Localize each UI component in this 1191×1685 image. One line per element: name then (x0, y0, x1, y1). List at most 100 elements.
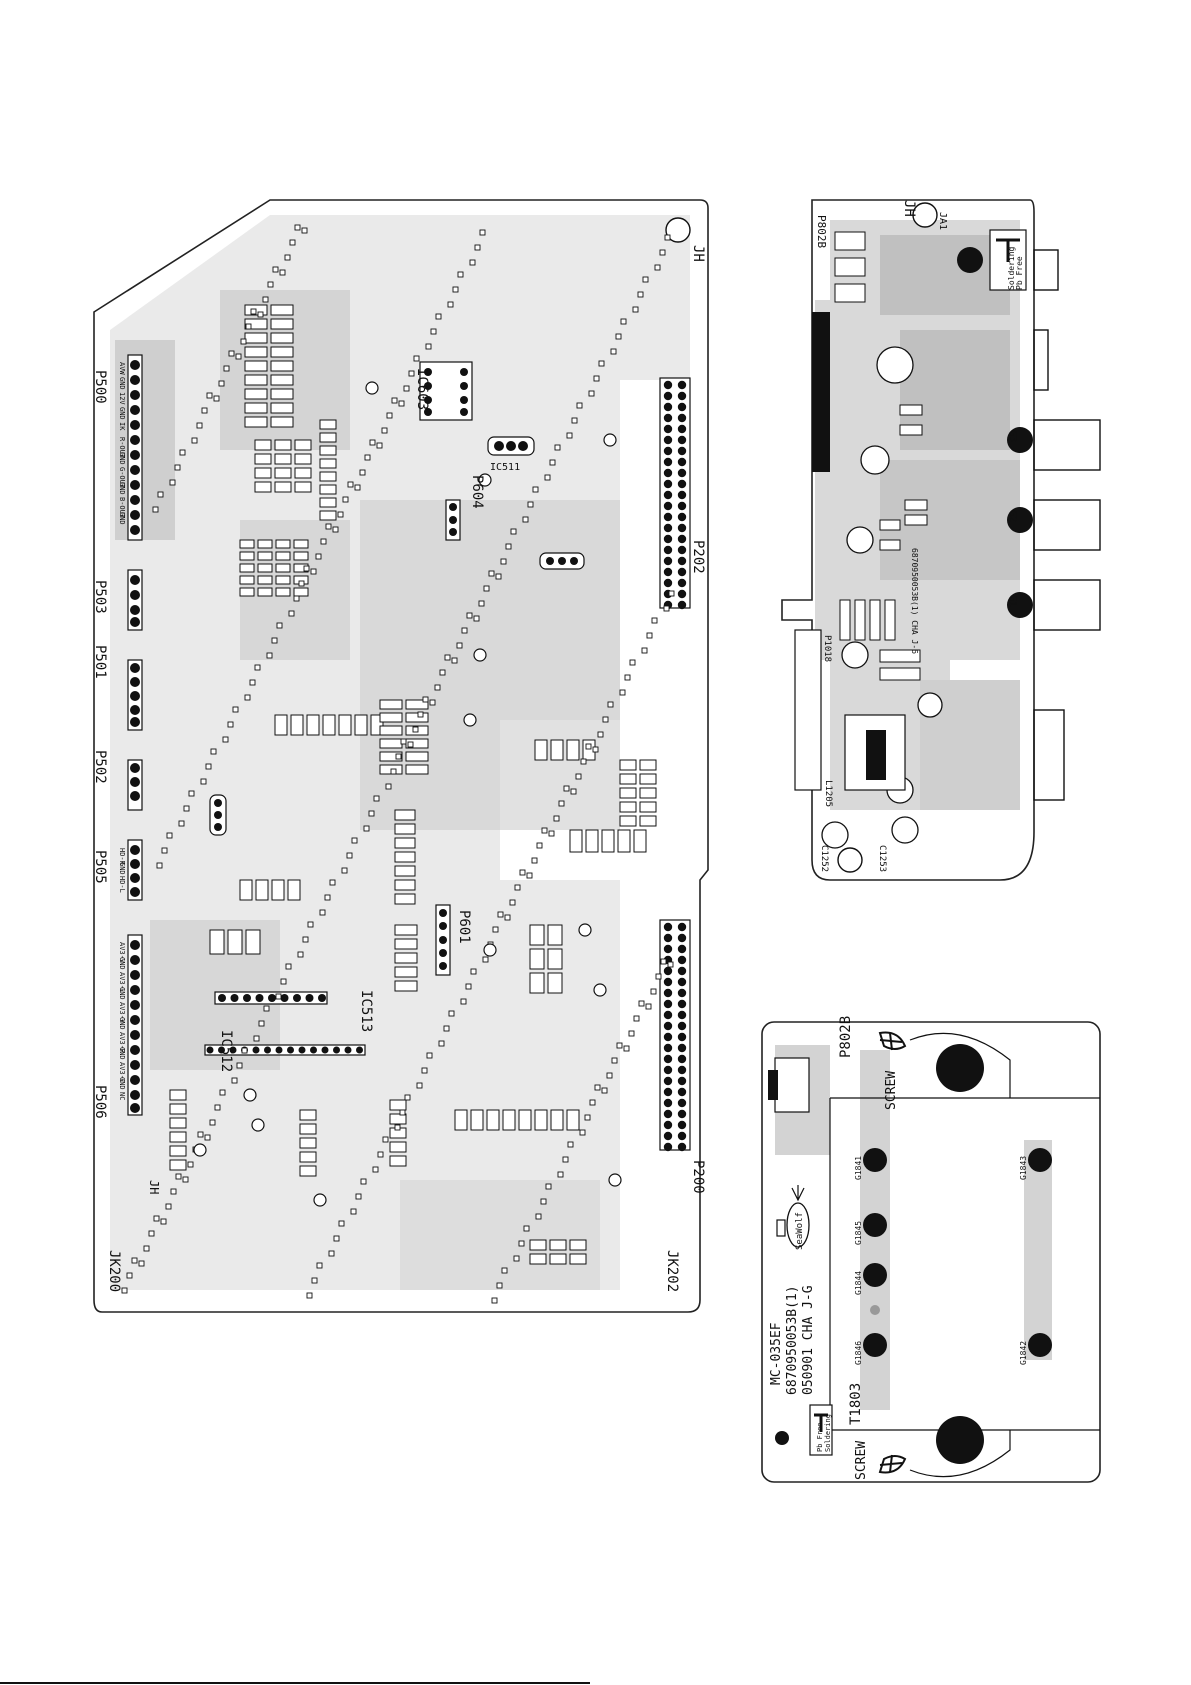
header-pin (663, 435, 673, 445)
smd-pad (623, 1045, 630, 1052)
smd-pad (263, 1005, 270, 1012)
smd-component (257, 551, 273, 561)
header-pin (663, 1043, 673, 1053)
smd-pad (310, 568, 317, 575)
header-pin (677, 999, 687, 1009)
smd-pad (562, 1156, 569, 1163)
smd-component (299, 1151, 317, 1163)
smd-pad (236, 1062, 243, 1069)
header-pin (663, 1021, 673, 1031)
smd-component (379, 738, 403, 749)
smd-pad (245, 323, 252, 330)
label-model: MC-035EF (769, 1322, 784, 1385)
smd-pad (294, 224, 301, 231)
smd-pad (448, 1010, 455, 1017)
pin-label: R-OUT (118, 437, 126, 459)
smd-pad (342, 496, 349, 503)
smd-component (245, 929, 261, 955)
smd-pad (654, 264, 661, 271)
label-g1843: G1843 (1019, 1156, 1028, 1180)
smd-pad (576, 402, 583, 409)
ic-pin (305, 994, 314, 1002)
smd-pad (363, 825, 370, 832)
smd-component (534, 739, 548, 761)
smd-pad (368, 810, 375, 817)
label-jh-main: JH (690, 245, 706, 262)
header-pin (677, 955, 687, 965)
smd-component (394, 837, 416, 849)
smd-pad (580, 758, 587, 765)
smd-component (319, 484, 337, 495)
pad-g1845 (863, 1213, 887, 1237)
smd-component (257, 539, 273, 549)
label-g1844: G1844 (854, 1271, 863, 1295)
smd-pad (664, 234, 671, 241)
smd-pad (276, 622, 283, 629)
smd-pad (422, 696, 429, 703)
pin-label: IK (118, 422, 126, 431)
front-board: P802B SCREW SCREW T1803 MC-035EF 6870950… (761, 1016, 1101, 1483)
header-pin (677, 589, 687, 599)
header-pin (663, 512, 673, 522)
screw-pad-bottom (936, 1416, 984, 1464)
header-pin (677, 545, 687, 555)
header-pin (663, 556, 673, 566)
smd-pad (394, 1124, 401, 1131)
smd-pad (482, 956, 489, 963)
smd-component (275, 551, 291, 561)
smd-component (244, 346, 268, 358)
smd-pad (157, 491, 164, 498)
smd-pad (548, 830, 555, 837)
screw-icon (878, 1454, 907, 1474)
header-pin (663, 999, 673, 1009)
smd-pad (504, 914, 511, 921)
smd-pad (616, 1042, 623, 1049)
smd-component (639, 801, 657, 813)
test-point (578, 923, 592, 937)
smd-component (239, 575, 255, 585)
smd-component (639, 787, 657, 799)
pin-label: GND (118, 512, 126, 525)
smd-component (379, 712, 403, 723)
smd-component (585, 829, 599, 853)
label-ic512: IC512 (218, 1030, 234, 1072)
header-p505 (127, 839, 143, 901)
pin-label: HD-R (118, 848, 126, 866)
smd-component (254, 439, 272, 451)
smd-component (547, 972, 563, 994)
smd-pad (355, 1193, 362, 1200)
smd-pad (592, 746, 599, 753)
smd-pad (408, 370, 415, 377)
smd-component (244, 374, 268, 386)
pad-ja1 (957, 247, 983, 273)
smd-component (639, 759, 657, 771)
smd-component (379, 751, 403, 762)
header-pin (663, 977, 673, 987)
header-pin (663, 391, 673, 401)
smd-pad (156, 862, 163, 869)
label-t1803: T1803 (848, 1383, 864, 1425)
header-pin (677, 501, 687, 511)
header-pin (677, 457, 687, 467)
label-jk200: JK200 (106, 1250, 122, 1292)
smd-pad (253, 1035, 260, 1042)
test-point (313, 1193, 327, 1207)
smd-pad (386, 412, 393, 419)
smd-component (257, 575, 273, 585)
smd-pad (209, 1119, 216, 1126)
smd-pad (430, 328, 437, 335)
label-p1018: P1018 (822, 635, 832, 662)
smd-pad (165, 1203, 172, 1210)
pin-label: GND (118, 1077, 126, 1090)
header-pin (677, 1131, 687, 1141)
header-p506 (127, 934, 143, 1116)
smd-pad (280, 978, 287, 985)
header-pin (663, 1065, 673, 1075)
header-pin (663, 534, 673, 544)
smd-pad (557, 1171, 564, 1178)
smd-component (389, 1099, 407, 1111)
smd-pad (235, 353, 242, 360)
smd-component (275, 563, 291, 573)
smd-component (169, 1117, 187, 1129)
header-pin (677, 435, 687, 445)
